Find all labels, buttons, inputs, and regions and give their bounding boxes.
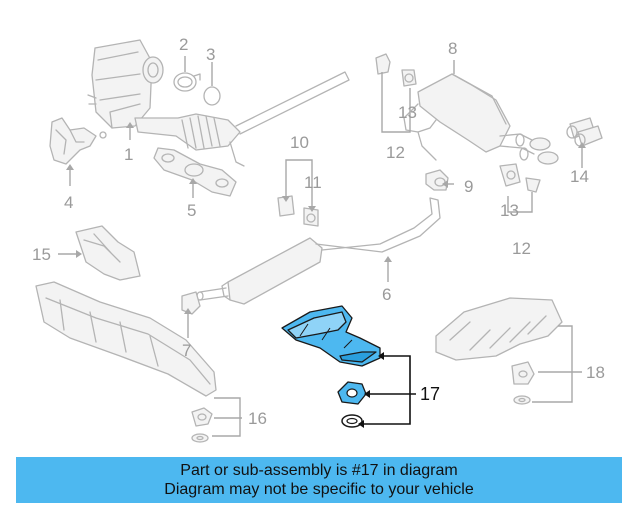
callout-2[interactable]: 2 — [179, 35, 188, 54]
callout-12a[interactable]: 12 — [386, 143, 405, 162]
part-heat-shield-18 — [435, 297, 563, 405]
part-clamp-7 — [181, 291, 201, 315]
part-17-washer[interactable] — [341, 414, 363, 428]
part-hanger-top — [375, 53, 417, 87]
callout-1[interactable]: 1 — [124, 145, 133, 164]
callout-14[interactable]: 14 — [570, 167, 589, 186]
callout-13a[interactable]: 13 — [398, 103, 417, 122]
part-17-mount[interactable] — [337, 381, 367, 405]
part-flange-gasket — [153, 147, 237, 197]
part-clamp — [173, 72, 201, 92]
callout-11[interactable]: 11 — [304, 173, 322, 192]
part-rear-muffler — [403, 73, 559, 165]
callout-13b[interactable]: 13 — [500, 201, 519, 220]
part-front-pipe — [134, 71, 350, 167]
callout-15[interactable]: 15 — [32, 245, 51, 264]
part-catalytic-converter — [87, 39, 164, 129]
banner-line-2: Diagram may not be specific to your vehi… — [164, 481, 474, 498]
part-exhaust-tips — [566, 117, 603, 147]
callout-18[interactable]: 18 — [586, 363, 605, 382]
part-floor-heat-shield — [35, 281, 217, 397]
leader-lines — [58, 56, 583, 437]
banner-line-1: Part or sub-assembly is #17 in diagram — [180, 462, 458, 479]
callout-5[interactable]: 5 — [187, 201, 196, 220]
callout-4[interactable]: 4 — [64, 193, 73, 212]
part-center-pipe — [196, 197, 441, 305]
callout-12b[interactable]: 12 — [512, 239, 531, 258]
callout-6[interactable]: 6 — [382, 285, 391, 304]
callout-9[interactable]: 9 — [464, 177, 473, 196]
part-clips-16 — [191, 407, 213, 443]
callout-7[interactable]: 7 — [182, 341, 191, 360]
part-heat-shield-15 — [75, 225, 141, 281]
part-ring — [203, 86, 221, 106]
part-bracket — [49, 117, 107, 165]
exhaust-system-diagram: 1 2 3 4 5 10 11 8 13 12 9 14 13 12 15 6 … — [32, 35, 605, 443]
part-isolator-11 — [303, 207, 319, 227]
callout-10[interactable]: 10 — [290, 133, 309, 152]
part-clamp-9 — [425, 169, 449, 191]
callout-8[interactable]: 8 — [448, 39, 457, 58]
callout-16[interactable]: 16 — [248, 409, 267, 428]
part-hanger-bottom — [499, 163, 541, 193]
callout-labels: 1 2 3 4 5 10 11 8 13 12 9 14 13 12 15 6 … — [32, 35, 605, 428]
leader-lines-17 — [358, 352, 416, 428]
callout-17[interactable]: 17 — [420, 384, 440, 404]
leader-arrowheads — [66, 122, 586, 314]
callout-3[interactable]: 3 — [206, 45, 215, 64]
part-17-heat-shield[interactable] — [281, 305, 381, 367]
info-banner: Part or sub-assembly is #17 in diagram D… — [16, 457, 622, 503]
